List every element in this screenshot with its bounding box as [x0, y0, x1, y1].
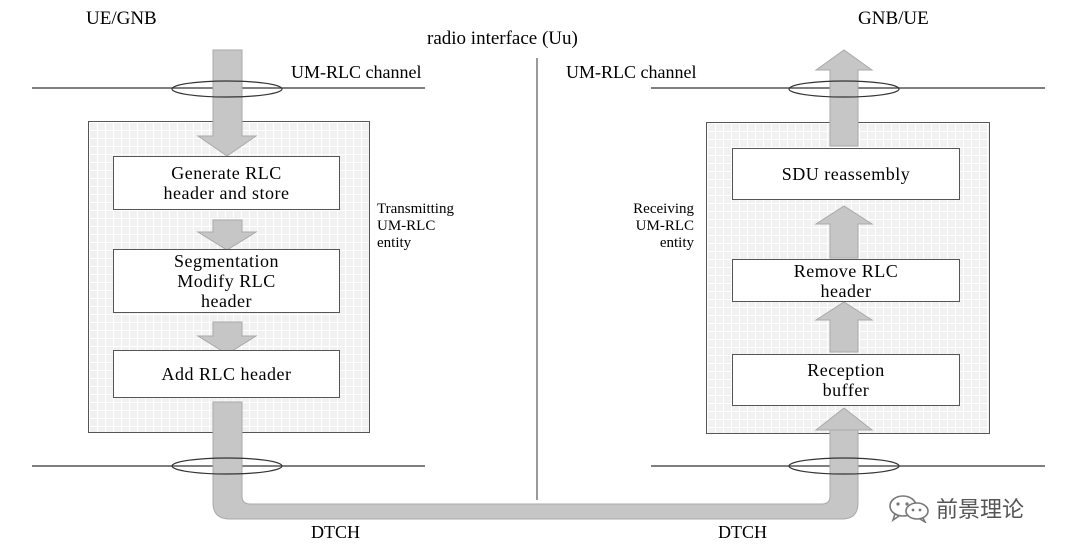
tx-step-arrow-2 [196, 321, 258, 355]
right-top-channel-label: UM-RLC channel [566, 62, 697, 82]
receiving-entity-label: Receiving UM-RLC entity [596, 201, 694, 252]
rx-entity-label-line-2: UM-RLC [635, 218, 694, 234]
left-bottom-channel-ellipse [171, 457, 283, 475]
left-top-channel-label: UM-RLC channel [291, 62, 422, 82]
tx-step-1-line-2: header and store [163, 183, 290, 203]
rx-input-arrowhead [814, 407, 874, 431]
right-bottom-channel-label: DTCH [718, 522, 767, 542]
rx-step-sdu-reassembly: SDU reassembly [732, 148, 960, 200]
right-top-channel-ellipse [788, 80, 900, 98]
rx-output-arrow [814, 49, 874, 147]
wechat-icon [889, 495, 929, 523]
radio-interface-label: radio interface (Uu) [427, 28, 578, 49]
tx-step-2-line-1: Segmentation [174, 251, 279, 271]
rx-step-2-line-1: Remove RLC [793, 260, 899, 281]
watermark: 前景理论 [888, 492, 1024, 524]
rx-step-arrow-1 [814, 301, 874, 353]
tx-step-add-header: Add RLC header [113, 350, 340, 398]
right-endpoint-label: GNB/UE [858, 8, 929, 29]
rx-step-3-line-1: Reception [807, 360, 885, 380]
tx-step-1-line-1: Generate RLC [171, 163, 282, 183]
tx-step-2-line-3: header [201, 291, 252, 311]
rx-entity-label-line-3: entity [659, 235, 694, 251]
rx-step-2-line-2: header [820, 280, 872, 301]
tx-entity-label-line-1: Transmitting [377, 201, 454, 217]
tx-entity-label-line-2: UM-RLC [377, 218, 436, 234]
tx-step-arrow-1 [196, 219, 258, 251]
left-endpoint-label: UE/GNB [86, 8, 157, 29]
watermark-text: 前景理论 [936, 498, 1025, 523]
dtch-transport-pipe [212, 401, 859, 520]
right-bottom-channel-ellipse [788, 457, 900, 475]
rx-step-arrow-2 [814, 205, 874, 259]
transmitting-entity-label: Transmitting UM-RLC entity [377, 201, 454, 252]
tx-step-2-line-2: Modify RLC [177, 271, 276, 291]
left-top-channel-ellipse [171, 80, 283, 98]
rx-step-3-line-2: buffer [822, 380, 870, 400]
tx-entity-label-line-3: entity [377, 235, 412, 251]
tx-step-3-line-1: Add RLC header [161, 364, 292, 384]
rx-entity-label-line-1: Receiving [633, 201, 694, 217]
left-bottom-channel-label: DTCH [311, 522, 360, 542]
rx-step-1-line-1: SDU reassembly [781, 164, 911, 184]
tx-input-arrow [196, 49, 258, 157]
